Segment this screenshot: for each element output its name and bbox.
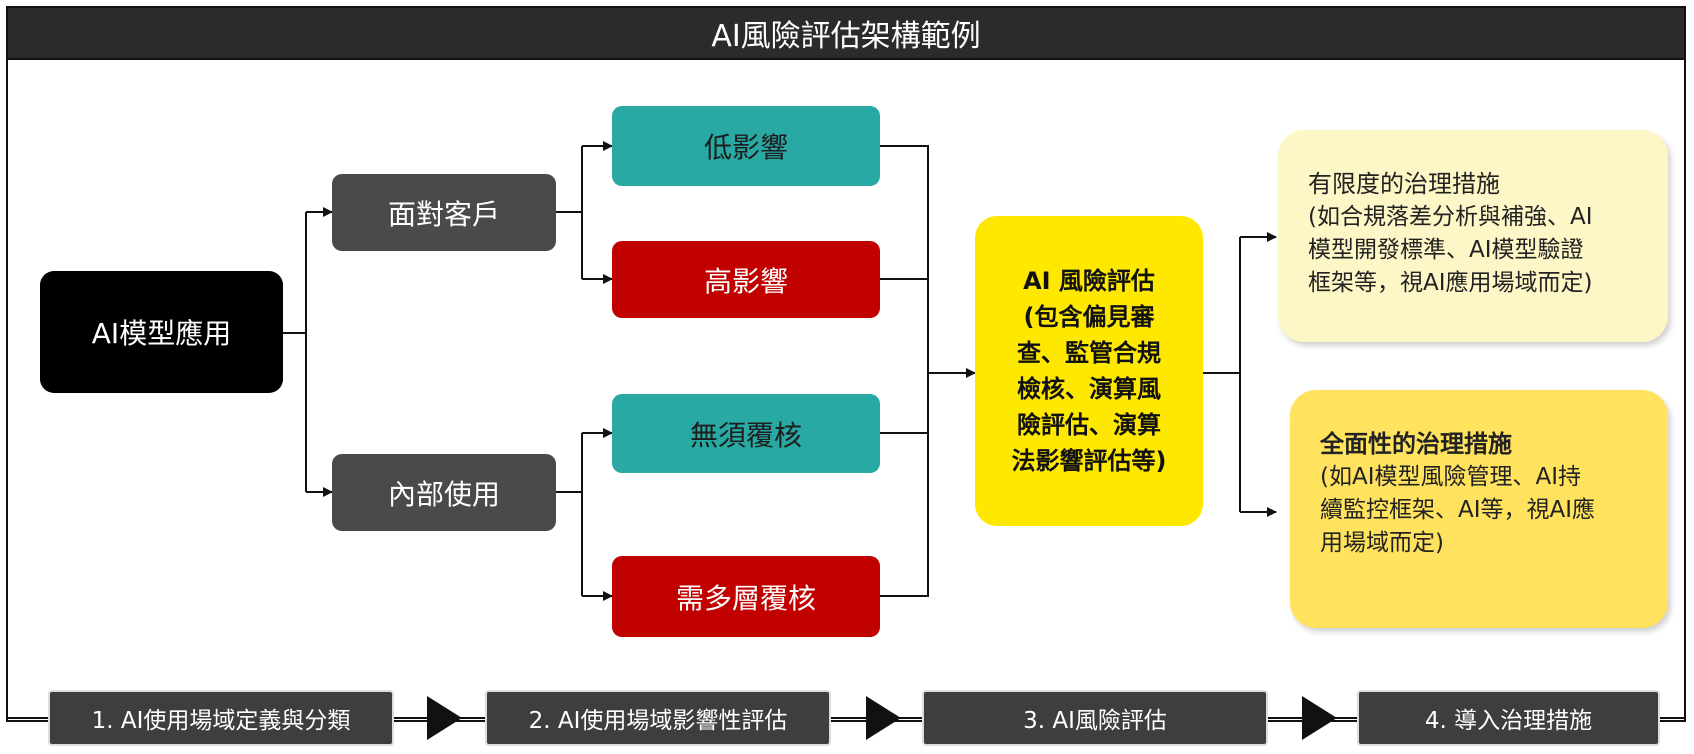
stage-arrow-1 bbox=[427, 696, 462, 740]
assessment-line: (包含偏見審 bbox=[1023, 303, 1155, 331]
outcome-line: 框架等，視AI應用場域而定) bbox=[1308, 270, 1593, 296]
node-multi-layer-review: 需多層覆核 bbox=[612, 556, 880, 637]
outcome-line: 用場域而定) bbox=[1320, 530, 1444, 556]
outcome-line: (如AI模型風險管理、AI持 bbox=[1320, 464, 1582, 490]
node-customer-facing: 面對客戶 bbox=[332, 174, 556, 251]
node-ai-model-application: AI模型應用 bbox=[40, 271, 283, 393]
node-high-impact: 高影響 bbox=[612, 241, 880, 318]
assessment-line: 檢核、演算風 bbox=[1017, 375, 1161, 403]
outcome-heading: 有限度的治理措施 bbox=[1308, 170, 1500, 198]
node-comprehensive-governance: 全面性的治理措施 (如AI模型風險管理、AI持 續監控框架、AI等，視AI應 用… bbox=[1290, 390, 1668, 628]
stage-4-governance: 4. 導入治理措施 bbox=[1357, 690, 1660, 746]
outcome-line: (如合規落差分析與補強、AI bbox=[1308, 204, 1593, 230]
node-limited-governance: 有限度的治理措施 (如合規落差分析與補強、AI 模型開發標準、AI模型驗證 框架… bbox=[1278, 130, 1668, 342]
diagram-title: AI風險評估架構範例 bbox=[6, 6, 1686, 60]
connector-level2-merge-outer bbox=[880, 145, 929, 597]
assessment-line: AI 風險評估 bbox=[1023, 267, 1155, 295]
assessment-line: 險評估、演算 bbox=[1017, 411, 1161, 439]
node-ai-risk-assessment: AI 風險評估 (包含偏見審 查、監管合規 檢核、演算風 險評估、演算 法影響評… bbox=[975, 216, 1203, 526]
stage-arrow-3 bbox=[1302, 696, 1337, 740]
assessment-line: 查、監管合規 bbox=[1017, 339, 1161, 367]
node-low-impact: 低影響 bbox=[612, 106, 880, 186]
node-no-review: 無須覆核 bbox=[612, 394, 880, 473]
outcome-heading: 全面性的治理措施 bbox=[1320, 430, 1512, 458]
outcome-line: 續監控框架、AI等，視AI應 bbox=[1320, 497, 1596, 523]
stage-arrow-2 bbox=[866, 696, 901, 740]
outcome-line: 模型開發標準、AI模型驗證 bbox=[1308, 237, 1584, 263]
stage-2-impact-assessment: 2. AI使用場域影響性評估 bbox=[485, 690, 831, 746]
assessment-line: 法影響評估等) bbox=[1011, 447, 1167, 475]
node-internal-use: 內部使用 bbox=[332, 454, 556, 531]
stage-3-risk-assessment: 3. AI風險評估 bbox=[922, 690, 1268, 746]
stage-1-define-classify: 1. AI使用場域定義與分類 bbox=[48, 690, 394, 746]
